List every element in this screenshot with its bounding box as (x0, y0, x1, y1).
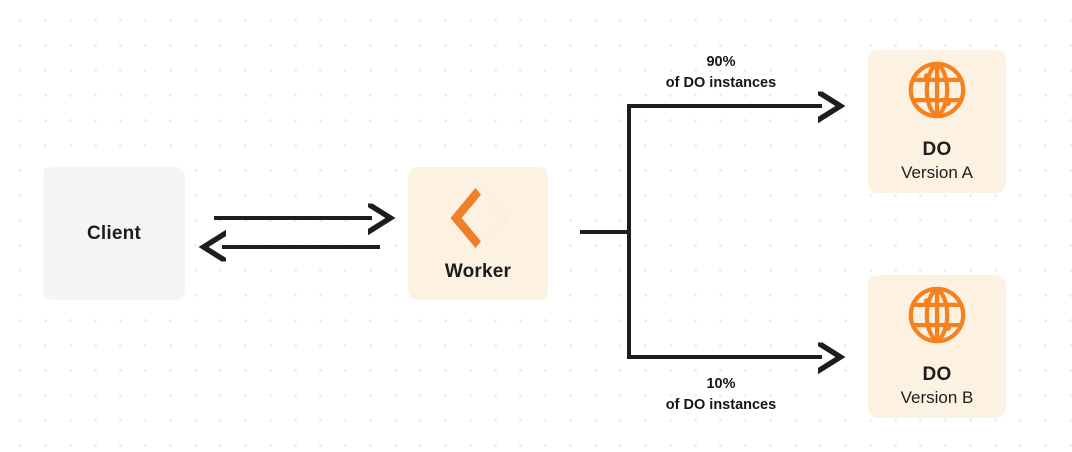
do-a-subtitle: Version A (901, 163, 973, 183)
client-node-label: Client (87, 222, 141, 244)
edge-label-do-a-caption: of DO instances (665, 75, 777, 92)
edge-label-do-b-caption: of DO instances (665, 397, 777, 414)
edge-label-do-b: 10% of DO instances (627, 374, 815, 416)
do-b-subtitle: Version B (900, 388, 974, 408)
client-node: Client (43, 167, 185, 300)
worker-node: Worker (408, 167, 548, 300)
edge-label-do-b-percent: 10% (706, 376, 736, 392)
edge-label-do-a: 90% of DO instances (627, 52, 815, 94)
do-b-title: DO (922, 363, 952, 385)
worker-node-label: Worker (444, 260, 512, 282)
globe-icon (908, 61, 966, 118)
edge-label-do-a-percent: 90% (706, 54, 736, 70)
do-a-title: DO (922, 138, 952, 160)
globe-icon (908, 286, 966, 343)
durable-object-version-b-node: DO Version B (868, 275, 1006, 418)
cloudflare-workers-icon (450, 187, 508, 248)
durable-object-version-a-node: DO Version A (868, 50, 1006, 193)
